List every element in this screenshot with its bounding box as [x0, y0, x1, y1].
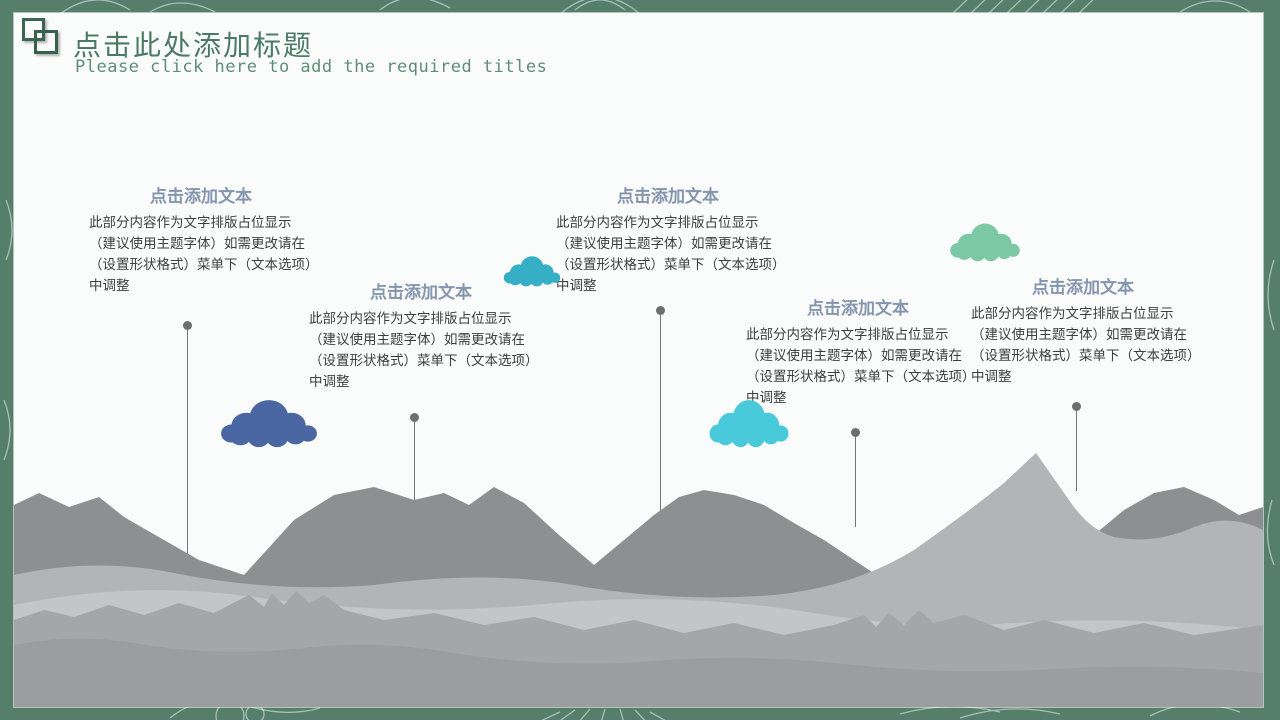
connector-dot-2	[410, 413, 419, 422]
cloud-green-icon	[950, 223, 1020, 262]
logo-square-icon	[22, 18, 45, 41]
block-3-body[interactable]: 此部分内容作为文字排版占位显示（建议使用主题字体）如需更改请在（设置形状格式）菜…	[556, 215, 779, 294]
block-5-heading[interactable]: 点击添加文本	[1032, 278, 1134, 298]
connector-dot-4	[851, 428, 860, 437]
text-block-4[interactable]: 点击添加文本 此部分内容作为文字排版占位显示（建议使用主题字体）如需更改请在（设…	[746, 294, 970, 409]
cloud-turquoise-icon	[709, 400, 789, 448]
text-block-5[interactable]: 点击添加文本 此部分内容作为文字排版占位显示（建议使用主题字体）如需更改请在（设…	[971, 273, 1195, 388]
fan-lines-bottom-center	[541, 708, 666, 720]
cloud-blue-icon	[221, 400, 317, 448]
connector-dot-5	[1072, 402, 1081, 411]
text-block-2[interactable]: 点击添加文本 此部分内容作为文字排版占位显示（建议使用主题字体）如需更改请在（设…	[309, 278, 533, 393]
block-5-body[interactable]: 此部分内容作为文字排版占位显示（建议使用主题字体）如需更改请在（设置形状格式）菜…	[971, 306, 1194, 385]
text-block-3[interactable]: 点击添加文本 此部分内容作为文字排版占位显示（建议使用主题字体）如需更改请在（设…	[556, 182, 780, 297]
slide-title-placeholder[interactable]: 点击此处添加标题	[73, 29, 314, 62]
logo-square-overlap-icon	[34, 30, 58, 54]
block-4-heading[interactable]: 点击添加文本	[807, 299, 909, 319]
fan-lines-top-right	[949, 0, 1094, 17]
slide-subtitle: Please click here to add the required ti…	[75, 57, 548, 77]
connector-line-1	[187, 330, 188, 600]
block-4-body[interactable]: 此部分内容作为文字排版占位显示（建议使用主题字体）如需更改请在（设置形状格式）菜…	[746, 327, 969, 406]
block-1-heading[interactable]: 点击添加文本	[150, 187, 252, 207]
connector-dot-1	[183, 321, 192, 330]
connector-line-5	[1076, 411, 1077, 491]
connector-dot-3	[656, 306, 665, 315]
block-3-heading[interactable]: 点击添加文本	[617, 187, 719, 207]
block-1-body[interactable]: 此部分内容作为文字排版占位显示（建议使用主题字体）如需更改请在（设置形状格式）菜…	[89, 215, 312, 294]
text-block-1[interactable]: 点击添加文本 此部分内容作为文字排版占位显示（建议使用主题字体）如需更改请在（设…	[89, 182, 313, 297]
block-2-heading[interactable]: 点击添加文本	[370, 283, 472, 303]
cloud-teal-icon	[503, 256, 561, 287]
connector-line-4	[855, 437, 856, 527]
connector-line-3	[660, 315, 661, 588]
mountain-landscape	[14, 453, 1263, 707]
block-2-body[interactable]: 此部分内容作为文字排版占位显示（建议使用主题字体）如需更改请在（设置形状格式）菜…	[309, 311, 532, 390]
